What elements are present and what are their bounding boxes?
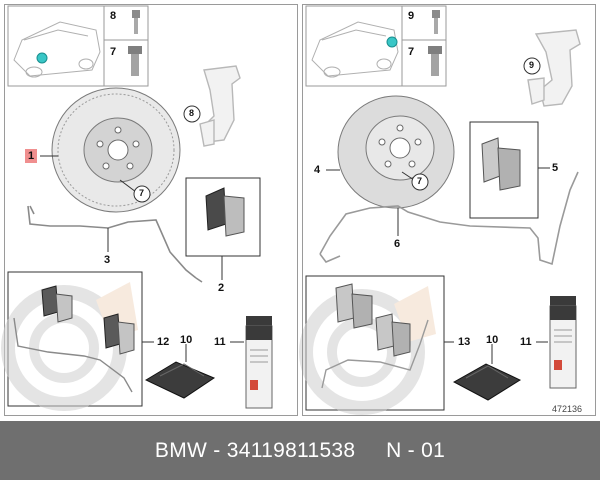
parts-drawing bbox=[1, 5, 581, 415]
right-caliper-carrier bbox=[527, 29, 581, 107]
right-carrier-callout-9 bbox=[523, 57, 541, 75]
footer-dash: - bbox=[213, 439, 221, 462]
right-bolt-callout-7 bbox=[411, 173, 429, 191]
right-kit-pads bbox=[335, 283, 411, 357]
right-label-carrier: 9 bbox=[529, 60, 535, 70]
left-paste-sachet bbox=[144, 361, 216, 399]
left-label-paste: 10 bbox=[180, 334, 193, 346]
left-wear-sensor bbox=[27, 205, 203, 283]
diagram-reference-number: 472136 bbox=[552, 404, 583, 414]
right-wear-sensor bbox=[319, 171, 579, 266]
left-bolt-8-icon bbox=[132, 10, 140, 34]
left-car-highlight bbox=[36, 52, 48, 64]
footer-part-number: 34119811538 bbox=[226, 439, 356, 462]
left-bolt-7-icon bbox=[128, 46, 142, 76]
right-label-paste: 10 bbox=[486, 334, 499, 346]
left-thumbnail-frame bbox=[7, 5, 149, 87]
left-kit-sensor bbox=[13, 317, 133, 393]
left-car-icon bbox=[13, 21, 101, 78]
left-label-pads: 2 bbox=[218, 282, 225, 294]
right-label-pads: 5 bbox=[552, 162, 559, 174]
left-bolt-callout-7 bbox=[133, 185, 151, 203]
left-label-kit: 12 bbox=[157, 336, 170, 348]
right-spray-can bbox=[549, 296, 577, 389]
left-caliper-carrier bbox=[199, 65, 241, 147]
left-brake-pads bbox=[205, 187, 245, 237]
footer-brand: BMW bbox=[154, 439, 208, 462]
right-label-disc: 4 bbox=[314, 164, 321, 176]
left-label-carrier: 8 bbox=[189, 108, 195, 118]
left-label-sensor: 3 bbox=[104, 254, 111, 266]
right-brake-pads bbox=[481, 137, 521, 191]
left-label-thumb-top: 8 bbox=[110, 10, 117, 22]
footer-note: N - 01 bbox=[386, 439, 446, 462]
part-footer-bar: BMW - 34119811538 N - 01 bbox=[0, 421, 600, 480]
right-label-thumb-bottom: 7 bbox=[408, 46, 415, 58]
right-bolt-7-icon bbox=[428, 46, 442, 76]
right-label-kit: 13 bbox=[458, 336, 471, 348]
left-kit-pads bbox=[41, 285, 135, 355]
left-spray-can bbox=[245, 316, 273, 409]
right-label-sensor: 6 bbox=[394, 238, 401, 250]
right-car-highlight bbox=[386, 36, 398, 48]
right-label-thumb-top: 9 bbox=[408, 10, 415, 22]
right-bolt-9-icon bbox=[432, 10, 440, 34]
right-thumbnail-frame bbox=[305, 5, 447, 87]
right-paste-sachet bbox=[452, 363, 522, 401]
right-label-bolt: 7 bbox=[417, 176, 423, 186]
right-label-spray: 11 bbox=[520, 336, 532, 348]
right-kit-sensor bbox=[321, 319, 429, 389]
left-label-disc: 1 bbox=[25, 149, 38, 163]
left-label-bolt: 7 bbox=[139, 188, 145, 198]
right-pads-frame bbox=[469, 121, 539, 219]
left-brake-disc bbox=[51, 87, 181, 213]
right-panel bbox=[302, 4, 596, 416]
left-carrier-callout-8 bbox=[183, 105, 201, 123]
left-label-spray: 11 bbox=[214, 336, 226, 348]
left-pads-frame bbox=[185, 177, 261, 257]
left-label-thumb-bottom: 7 bbox=[110, 46, 117, 58]
